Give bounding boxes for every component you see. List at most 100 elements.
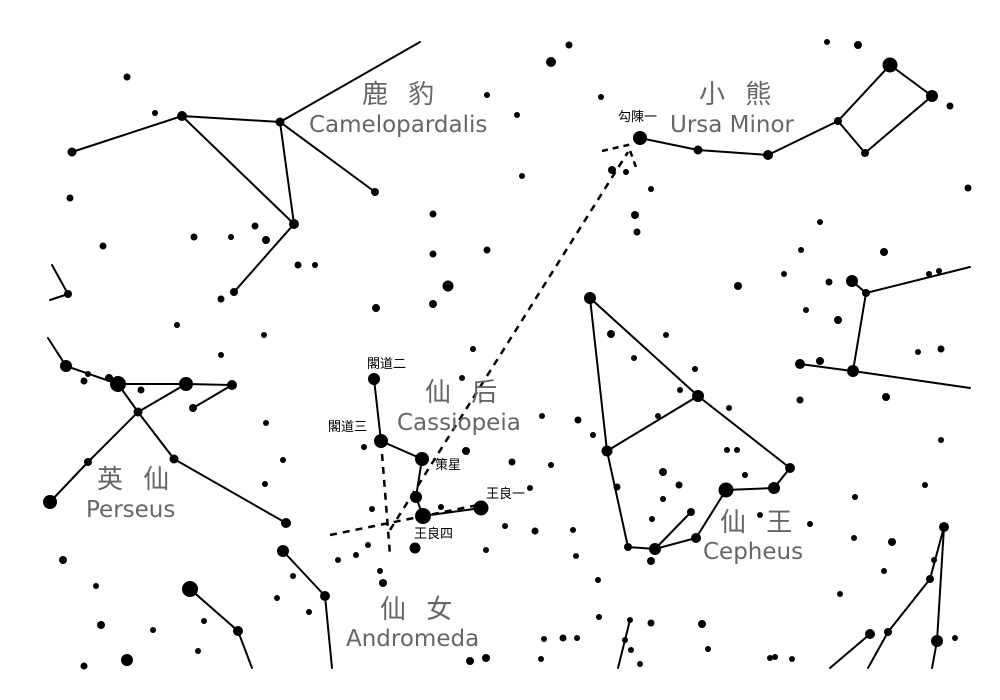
star: [361, 444, 367, 450]
star: [648, 186, 654, 192]
star: [182, 581, 198, 597]
star: [647, 557, 655, 565]
star: [80, 662, 88, 670]
star: [429, 250, 437, 258]
star-label-wangliang-si: 王良四: [414, 527, 454, 542]
constellation-line: [639, 63, 934, 157]
star: [217, 295, 225, 303]
star: [964, 184, 972, 192]
star: [861, 149, 869, 157]
star: [882, 57, 898, 73]
pointer-lines: [329, 151, 630, 556]
star: [190, 233, 198, 241]
star: [847, 365, 859, 377]
star: [926, 90, 938, 102]
star: [531, 527, 539, 535]
star: [633, 228, 641, 236]
star: [470, 346, 476, 352]
star: [179, 377, 193, 391]
star: [368, 373, 380, 385]
star: [262, 481, 268, 487]
star: [374, 434, 388, 448]
perseus-latin-label: Perseus: [86, 497, 176, 523]
star: [174, 322, 180, 328]
ursa-minor-chinese-label: 小 熊: [699, 80, 778, 110]
star: [429, 210, 437, 218]
star: [837, 591, 843, 597]
constellation-line: [181, 115, 295, 225]
star: [539, 413, 545, 419]
star: [627, 617, 633, 623]
star: [816, 357, 824, 365]
star: [938, 437, 944, 443]
perseus-chinese-label: 英 仙: [97, 465, 176, 495]
stars: [43, 39, 972, 670]
star: [442, 280, 454, 292]
star: [372, 304, 380, 312]
star-label-gedao-san: 閣道三: [328, 420, 368, 435]
constellation-line: [189, 588, 253, 669]
star-label-gedao-er: 閣道二: [367, 357, 407, 372]
star: [637, 661, 643, 667]
star: [365, 542, 371, 548]
star: [718, 482, 734, 498]
star: [724, 447, 730, 453]
star: [781, 271, 787, 277]
star: [854, 41, 862, 49]
star: [663, 332, 669, 338]
star: [527, 485, 533, 491]
constellation-line: [589, 297, 791, 551]
star: [785, 463, 795, 473]
star: [275, 117, 285, 127]
star: [607, 330, 615, 338]
star: [584, 292, 596, 304]
star: [939, 522, 949, 532]
star: [655, 413, 661, 419]
star: [817, 219, 823, 225]
star: [379, 579, 387, 587]
star: [931, 557, 937, 563]
star: [691, 533, 701, 543]
star: [834, 117, 842, 125]
star: [541, 636, 547, 642]
star: [851, 535, 857, 541]
star: [546, 57, 556, 67]
star: [274, 595, 280, 601]
star: [410, 491, 422, 503]
star: [884, 628, 892, 636]
star: [64, 290, 72, 298]
star: [570, 527, 576, 533]
star: [795, 359, 805, 369]
star: [628, 647, 634, 653]
star: [687, 508, 695, 516]
star: [150, 627, 156, 633]
star: [377, 568, 383, 574]
star: [290, 573, 296, 579]
star: [462, 447, 470, 455]
star: [152, 110, 158, 116]
star: [66, 194, 74, 202]
star: [483, 246, 491, 254]
star: [218, 352, 224, 358]
star: [519, 173, 525, 179]
star: [807, 521, 813, 527]
star: [693, 145, 703, 155]
star: [281, 518, 291, 528]
star: [228, 234, 234, 240]
star: [888, 538, 896, 546]
camelopardalis-latin-label: Camelopardalis: [309, 112, 488, 138]
andromeda-chinese-label: 仙 女: [380, 595, 459, 625]
star: [473, 500, 489, 516]
star: [601, 445, 613, 457]
star: [742, 472, 748, 478]
constellation-line: [279, 41, 421, 123]
star: [789, 656, 795, 662]
constellation-line: [654, 511, 692, 550]
constellation-line: [71, 114, 376, 193]
star: [937, 345, 945, 353]
star: [263, 420, 269, 426]
star: [590, 432, 596, 438]
star: [796, 396, 804, 404]
star: [121, 654, 133, 666]
